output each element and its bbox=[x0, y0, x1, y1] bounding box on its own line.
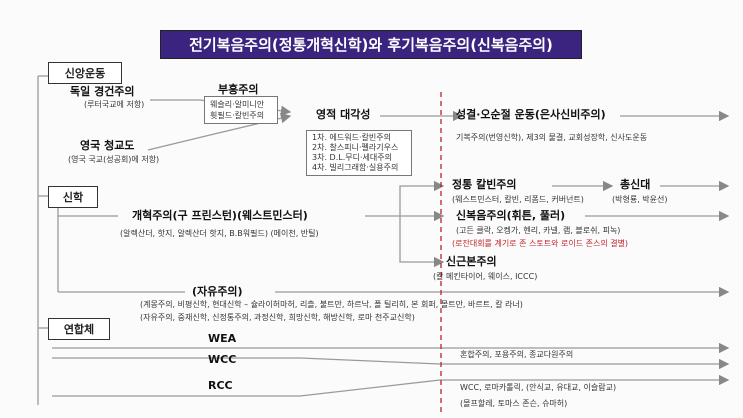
orthodox-calvinism: 정통 칼빈주의 bbox=[452, 178, 517, 191]
german-pietism: 독일 경건주의 bbox=[70, 85, 135, 98]
wea: WEA bbox=[208, 332, 237, 345]
section-faith: 신앙운동 bbox=[48, 62, 122, 84]
rcc: RCC bbox=[208, 379, 233, 392]
liberalism-sub-1: (계몽주의, 비평신학, 현대신학 – 슐라이허마허, 리츨, 불트만, 하르낙… bbox=[140, 300, 523, 309]
revival: 부흥주의 bbox=[218, 83, 259, 96]
holiness-pentecostal: 성결·오순절 운동(은사신비주의) bbox=[456, 108, 606, 121]
neo-fundamentalism: 신근본주의 bbox=[446, 255, 497, 268]
awakening-2: 2차. 찰스피니·펠라기우스 bbox=[312, 143, 399, 152]
english-puritan-sub: (영국 국교(성공회)에 저항) bbox=[68, 155, 160, 164]
diagram-title: 전기복음주의(정통개혁신학)와 후기복음주의(신복음주의) bbox=[160, 30, 582, 59]
awakenings-box: 1차. 에드워드·칼빈주의 2차. 찰스피니·펠라기우스 3차. D.L.무디·… bbox=[306, 130, 412, 176]
orthodox-calvinism-sub: (웨스트민스터, 칼빈, 리폼드, 커버넌트) bbox=[452, 195, 584, 204]
section-union: 연합체 bbox=[48, 318, 110, 340]
reformed-theology-sub: (알렉산더, 핫지, 알렉산더 핫지, B.B워필드) (메이천, 반틸) bbox=[120, 229, 319, 238]
liberalism-sub-2: (자유주의, 중재신학, 신정통주의, 과정신학, 희망신학, 해방신학, 로마… bbox=[140, 313, 415, 322]
awakening: 영적 대각성 bbox=[316, 108, 371, 121]
awakening-1: 1차. 에드워드·칼빈주의 bbox=[312, 133, 391, 142]
neo-fundamentalism-sub: (칼 메킨타이어, 웨이스, ICCC) bbox=[433, 272, 538, 281]
revival-sub-2: 휫필드·칼빈주의 bbox=[210, 111, 265, 120]
rcc-sub-2: (몰프할레, 토마스 존슨, 슈마허) bbox=[460, 399, 568, 408]
reformed-theology: 개혁주의(구 프린스턴)(웨스트민스터) bbox=[132, 209, 308, 222]
wcc-sub: 혼합주의, 포용주의, 종교다원주의 bbox=[460, 350, 574, 359]
chongshin: 총신대 bbox=[620, 178, 651, 191]
german-pietism-sub: (루터국교에 저항) bbox=[84, 100, 145, 109]
english-puritan: 영국 청교도 bbox=[80, 139, 135, 152]
section-theology: 신학 bbox=[48, 186, 98, 208]
neo-evangelicalism: 신복음주의(휘튼, 풀러) bbox=[456, 209, 566, 222]
chongshin-sub: (박형룡, 박윤선) bbox=[612, 195, 668, 204]
neo-evangelicalism-note: (로잔대회를 계기로 존 스토트와 로이드 존스의 결별) bbox=[452, 239, 629, 248]
rcc-sub-1: WCC, 로마카톨릭, (안식교, 유대교, 이슬람교) bbox=[460, 383, 617, 392]
revival-box: 웨슬리·알미니안 휫필드·칼빈주의 bbox=[204, 96, 278, 124]
holiness-pentecostal-sub: 기복주의(번영신학), 제3의 물결, 교회성장학, 신사도운동 bbox=[456, 133, 648, 142]
awakening-3: 3차. D.L.무디·세대주의 bbox=[312, 153, 392, 162]
revival-sub-1: 웨슬리·알미니안 bbox=[210, 100, 265, 109]
awakening-4: 4차. 빌리그래함·실용주의 bbox=[312, 163, 399, 172]
liberalism: (자유주의) bbox=[192, 285, 243, 298]
neo-evangelicalism-sub: (고든 클락, 오켕가, 헨리, 카넬, 램, 블로쉬, 피녹) bbox=[456, 226, 621, 235]
wcc: WCC bbox=[208, 353, 237, 366]
